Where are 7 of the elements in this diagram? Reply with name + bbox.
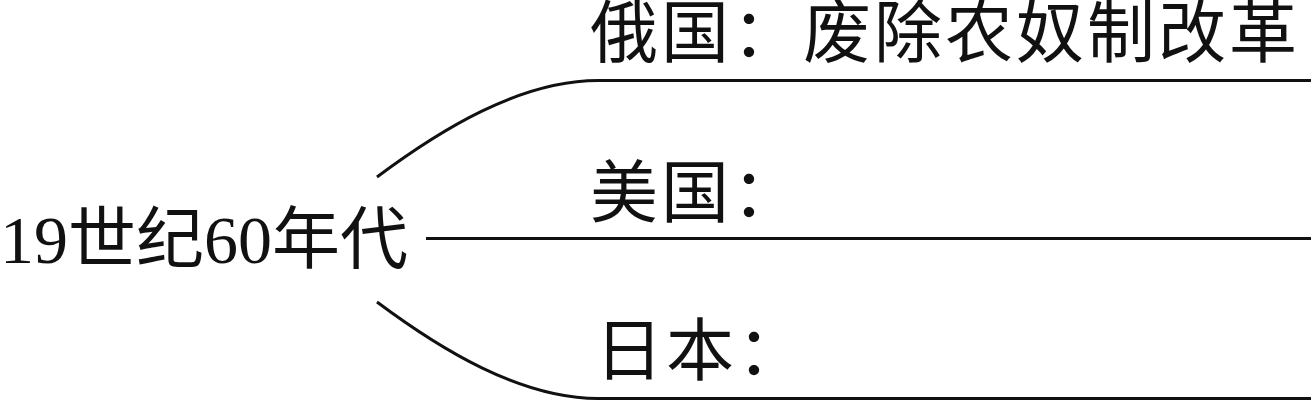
branch-text: 俄国：废除农奴制改革: [590, 0, 1300, 68]
branch-text: 美国：: [590, 160, 803, 228]
branch-line: [376, 300, 599, 400]
branch-line: [426, 237, 471, 240]
branch-line: [376, 79, 599, 179]
branch-text: 日本：: [595, 318, 808, 386]
topic-text: 19世纪60年代: [0, 206, 408, 274]
